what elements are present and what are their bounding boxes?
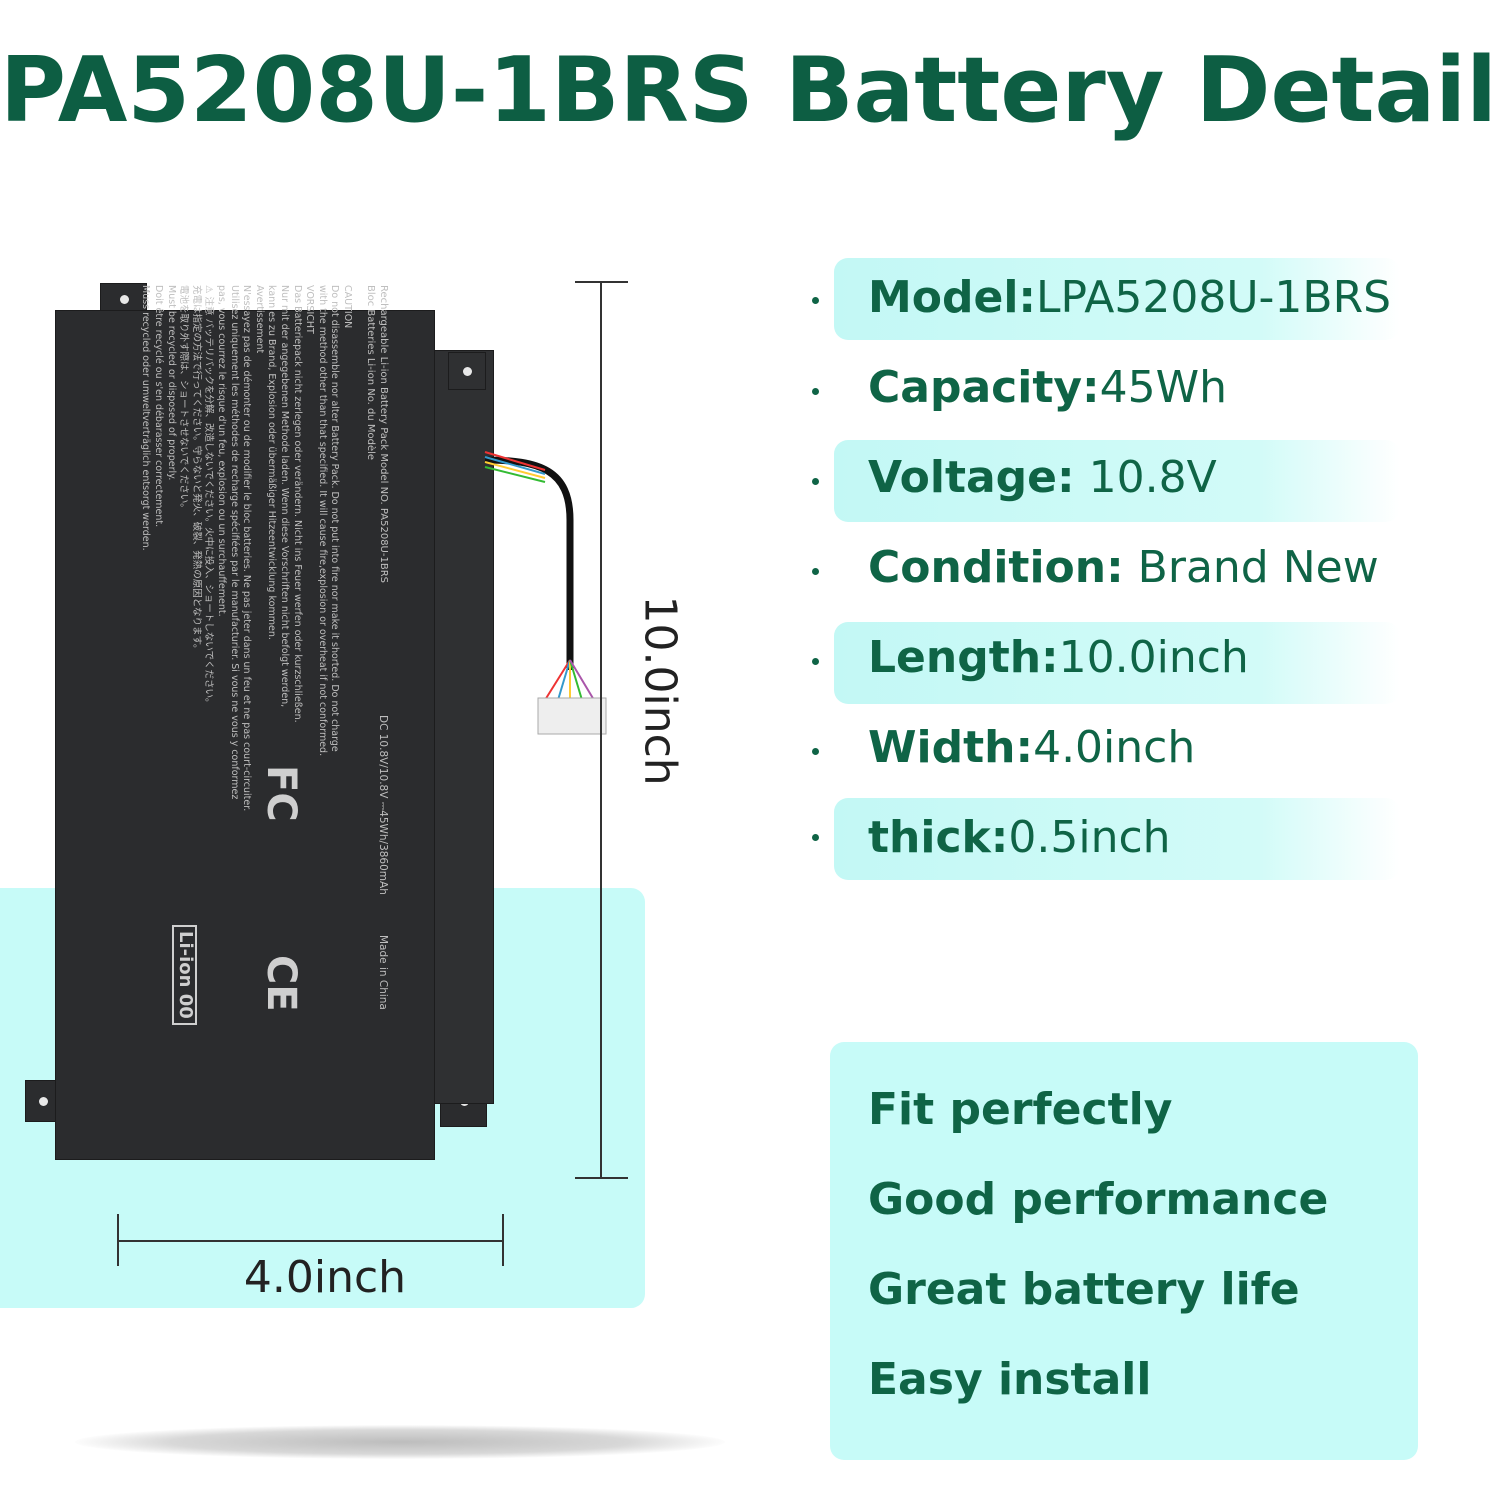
- spec-width: Width:4.0inch: [868, 722, 1196, 773]
- bullet-icon: [812, 834, 819, 841]
- features-panel: [830, 1042, 1418, 1460]
- spec-thickness: thick:0.5inch: [868, 812, 1171, 863]
- battery-cable: [484, 451, 607, 735]
- page-title: PA5208U-1BRS Battery Details: [0, 38, 1500, 143]
- width-label: 4.0inch: [243, 1252, 407, 1303]
- bullet-icon: [812, 388, 819, 395]
- bullet-icon: [812, 748, 819, 755]
- label-warnings: CAUTION Do not disassemble nor alter Bat…: [140, 285, 354, 812]
- battery-shadow: [75, 1425, 725, 1459]
- bullet-icon: [812, 297, 819, 304]
- dimension-cap: [117, 1214, 119, 1266]
- battery-body: [55, 310, 435, 1160]
- width-dimension-line: [118, 1240, 504, 1242]
- dimension-cap: [575, 281, 628, 283]
- feature-item: Great battery life: [868, 1264, 1300, 1315]
- spec-capacity: Capacity:45Wh: [868, 362, 1228, 413]
- bullet-icon: [812, 658, 819, 665]
- spec-highlight: [834, 798, 1400, 880]
- feature-item: Easy install: [868, 1354, 1152, 1405]
- length-label: 10.0inch: [634, 595, 686, 786]
- fcc-mark: FC: [258, 765, 304, 822]
- label-made-in: Made in China: [377, 935, 389, 1010]
- spec-highlight: [834, 258, 1400, 340]
- label-spec: DC 10.8V/10.8V ⎓45Wh/3860mAh: [377, 715, 389, 895]
- spec-length: Length:10.0inch: [868, 632, 1249, 683]
- mount-tab: [448, 352, 486, 390]
- spec-highlight: [834, 440, 1400, 522]
- battery-label: Rechargeable Li-ion Battery Pack Model N…: [87, 275, 397, 1115]
- ce-mark: CE: [258, 955, 304, 1012]
- feature-item: Good performance: [868, 1174, 1329, 1225]
- cable-connector: [537, 697, 607, 735]
- dimension-cap: [502, 1214, 504, 1266]
- liion-recycle-mark: Li-ion 00: [172, 925, 197, 1025]
- spec-highlight: [834, 622, 1400, 704]
- spec-model: Model:LPA5208U-1BRS: [868, 272, 1392, 323]
- length-dimension-line: [600, 282, 602, 1178]
- bullet-icon: [812, 478, 819, 485]
- spec-condition: Condition: Brand New: [868, 542, 1379, 593]
- spec-voltage: Voltage: 10.8V: [868, 452, 1217, 503]
- bullet-icon: [812, 568, 819, 575]
- dimension-cap: [575, 1177, 628, 1179]
- feature-item: Fit perfectly: [868, 1084, 1173, 1135]
